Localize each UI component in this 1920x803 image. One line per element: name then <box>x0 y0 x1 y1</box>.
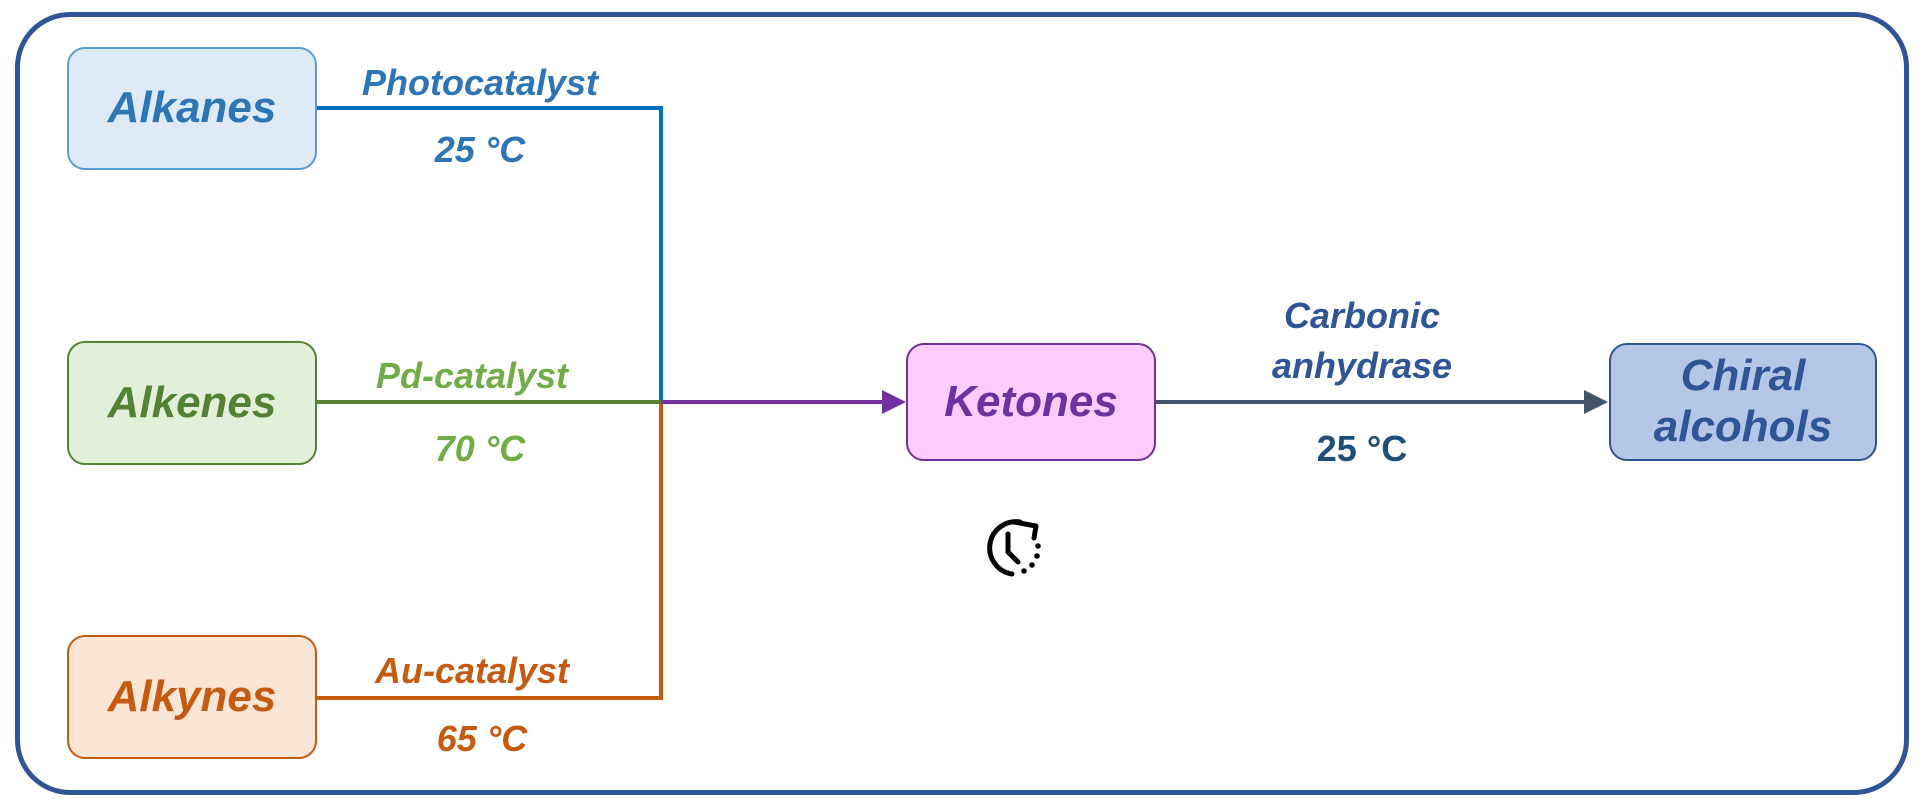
enzyme-label-line2: anhydrase <box>1271 345 1453 386</box>
alkenes-label: Alkenes <box>107 377 277 427</box>
enzyme-label-line1: Carbonic <box>1283 295 1441 336</box>
product-line2: alcohols <box>1653 402 1833 451</box>
au-catalyst-label: Au-catalyst <box>374 650 570 691</box>
clock-refresh-icon <box>987 519 1041 577</box>
alkynes-box: Alkynes <box>67 635 317 759</box>
diagram-frame <box>15 12 1909 795</box>
alkenes-temperature: 70 °C <box>434 428 526 469</box>
ketones-label: Ketones <box>944 376 1118 426</box>
alkanes-temperature: 25 °C <box>434 129 526 170</box>
pd-catalyst-label: Pd-catalyst <box>375 355 569 396</box>
alkynes-label: Alkynes <box>107 671 277 721</box>
enzyme-temperature: 25 °C <box>1316 428 1408 469</box>
ketones-box: Ketones <box>906 343 1156 461</box>
alkynes-line <box>316 402 663 700</box>
alkenes-box: Alkenes <box>67 341 317 465</box>
alkanes-label: Alkanes <box>107 83 277 133</box>
alkanes-box: Alkanes <box>67 47 317 170</box>
photocatalyst-label: Photocatalyst <box>361 62 599 103</box>
alkanes-line <box>316 106 663 402</box>
product-line1: Chiral <box>1680 351 1806 401</box>
alkynes-temperature: 65 °C <box>436 718 528 759</box>
